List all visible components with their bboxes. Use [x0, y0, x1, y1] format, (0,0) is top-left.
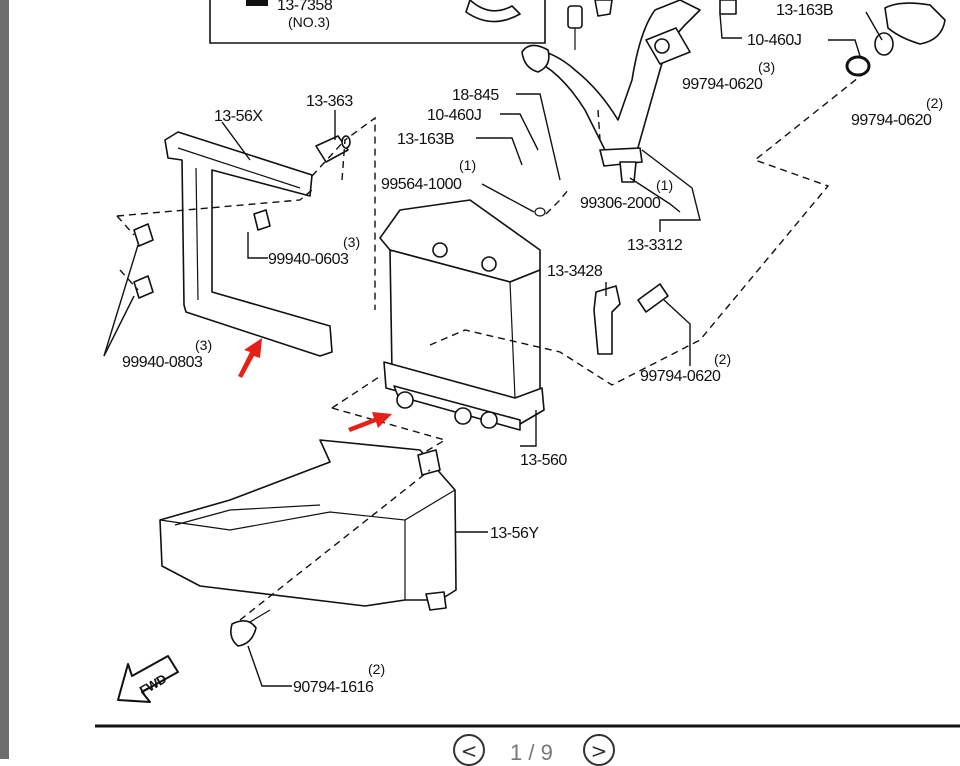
callout-13-7358: 13-7358: [277, 0, 333, 14]
next-page-button[interactable]: >: [583, 734, 615, 766]
bracket-13-3428: [593, 283, 669, 355]
callout-10-460j-a: 10-460J: [427, 107, 481, 124]
callout-13-7358-sub: (NO.3): [288, 14, 330, 30]
duct-13-56y: [159, 439, 457, 647]
callout-13-3428: 13-3428: [547, 263, 603, 280]
pagination-bar: < 1 / 9 >: [0, 728, 960, 766]
red-arrow-1: [238, 338, 262, 378]
callout-99306-qty: (1): [656, 177, 673, 193]
intake-pipe: [521, 0, 946, 183]
callout-13-56x: 13-56X: [214, 108, 263, 125]
red-arrow-2: [348, 412, 392, 432]
callout-90794-qty: (2): [368, 661, 385, 677]
callout-10-460j-b: 10-460J: [747, 32, 801, 49]
radiator-13-560: [379, 199, 546, 431]
callout-13-3312: 13-3312: [627, 237, 683, 254]
callout-13-363: 13-363: [306, 93, 353, 110]
callout-99564-1000: 99564-1000: [381, 176, 462, 193]
callout-labels: 13-363 13-56X 18-845 10-460J 13-163B (1)…: [122, 2, 943, 696]
callout-18-845: 18-845: [452, 87, 499, 104]
callout-13-163b-a: 13-163B: [397, 131, 454, 148]
callout-99794-0620-a: 99794-0620: [682, 76, 763, 93]
callout-99794-0620-c-qty: (2): [714, 351, 731, 367]
red-arrows: [238, 338, 392, 432]
callout-99940-0603: 99940-0603: [268, 251, 349, 268]
callout-99940-0603-qty: (3): [343, 234, 360, 250]
viewer-left-edge: [0, 0, 9, 759]
callout-99306-2000: 99306-2000: [580, 195, 661, 212]
callout-99794-0620-b-qty: (2): [926, 95, 943, 111]
callout-99940-0803: 99940-0803: [122, 354, 203, 371]
prev-page-button[interactable]: <: [453, 734, 485, 766]
callout-13-560: 13-560: [520, 452, 567, 469]
callout-99940-0803-qty: (3): [195, 337, 212, 353]
page-indicator: 1 / 9: [510, 740, 553, 765]
inset-box: 13-7358 (NO.3): [209, 0, 546, 44]
callout-99794-0620-c: 99794-0620: [640, 368, 721, 385]
callout-13-56y: 13-56Y: [490, 525, 539, 542]
callout-13-163b-b: 13-163B: [776, 2, 833, 19]
callout-90794-1616: 90794-1616: [293, 679, 374, 696]
callout-99794-0620-b: 99794-0620: [851, 112, 932, 129]
callout-99564-qty: (1): [459, 157, 476, 173]
alignment-lines: [116, 69, 869, 621]
fwd-arrow-icon: FWD: [117, 655, 179, 703]
leader-lines: [103, 11, 883, 687]
bracket-13-56x: [133, 131, 351, 357]
callout-99794-0620-a-qty: (3): [758, 59, 775, 75]
